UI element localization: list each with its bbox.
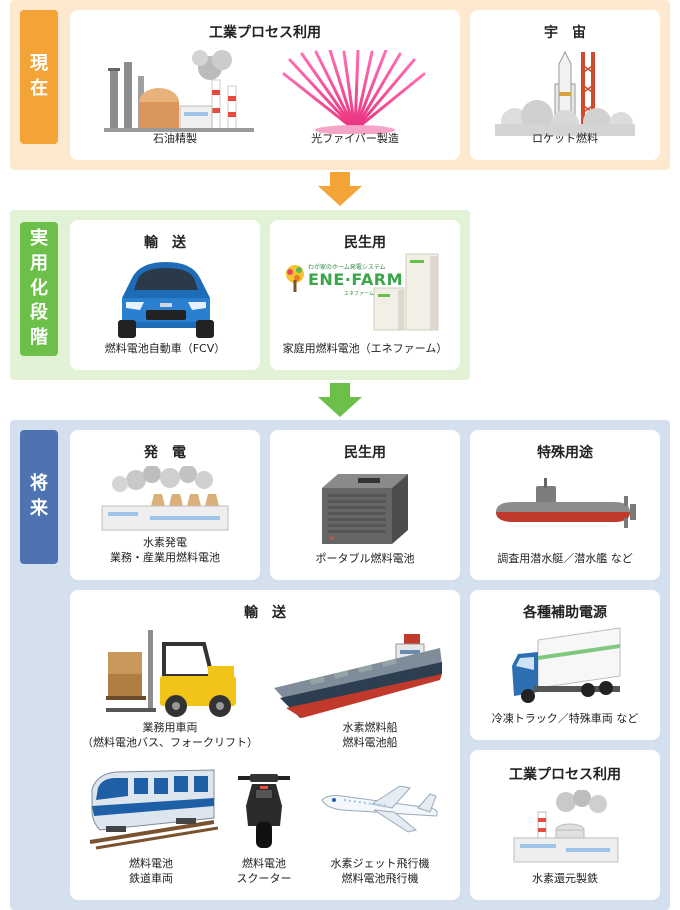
caption-jet-2: 燃料電池飛行機 <box>341 872 419 885</box>
logo-wordmark: ENE·FARM <box>308 270 404 289</box>
card-title: 各種補助電源 <box>523 605 607 621</box>
caption-fcv: 燃料電池自動車（FCV） <box>104 342 226 355</box>
forklift-illustration <box>106 630 236 717</box>
card-future-aux-power: 各種補助電源 冷凍トラック／特殊車両 など <box>470 590 660 740</box>
caption-submarine: 調査用潜水艇／潜水艦 など <box>497 552 633 565</box>
stage-char: 化 <box>30 277 48 299</box>
caption-enefarm: 家庭用燃料電池（エネファーム） <box>282 342 448 355</box>
caption-forklift-1: 業務用車両 <box>142 721 198 734</box>
stage-label-now: 現 在 <box>20 10 58 144</box>
stage-char: 階 <box>30 327 48 349</box>
rocket-illustration <box>495 50 635 136</box>
card-now-space: 宇 宙 ロケット燃料 <box>470 10 660 160</box>
caption-forklift-2: （燃料電池バス、フォークリフト） <box>82 736 258 749</box>
card-title: 特殊用途 <box>537 445 593 461</box>
caption-jet-1: 水素ジェット飛行機 <box>330 857 430 870</box>
optical-fiber-illustration <box>282 50 426 134</box>
caption-rocket-fuel: ロケット燃料 <box>532 132 598 145</box>
card-future-industrial: 工業プロセス利用 水素還元製鉄 <box>470 750 660 900</box>
card-title: 輸 送 <box>244 605 286 621</box>
caption-hydrogen-steel: 水素還元製鉄 <box>532 872 598 885</box>
card-title: 民生用 <box>344 445 386 461</box>
logo-subtitle: わが家のホーム発電システム <box>308 264 386 271</box>
caption-scooter-1: 燃料電池 <box>242 857 286 870</box>
caption-optical-fiber: 光ファイバー製造 <box>311 132 399 145</box>
fuel-cell-scooter-illustration <box>238 774 290 848</box>
stage-label-future: 将 来 <box>20 430 58 564</box>
caption-portable-fuel-cell: ポータブル燃料電池 <box>315 552 415 565</box>
caption-refrigerated-truck: 冷凍トラック／特殊車両 など <box>491 712 639 725</box>
portable-fuel-cell-illustration <box>322 474 408 544</box>
card-title: 輸 送 <box>144 235 186 251</box>
stage-char: 段 <box>30 302 48 324</box>
tree-icon <box>286 265 304 292</box>
caption-oil-refining: 石油精製 <box>153 132 197 145</box>
stage-char: 将 <box>30 473 48 495</box>
card-now-industrial-process: 工業プロセス利用 石油精製 <box>70 10 460 160</box>
stage-char: 実 <box>30 228 48 250</box>
hydrogen-ship-illustration <box>274 634 442 718</box>
submarine-illustration <box>496 478 636 528</box>
refrigerated-truck-illustration <box>512 627 621 703</box>
card-future-transport: 輸 送 業務用車両 （燃料電池バス、フォークリフト） 水素燃料船 燃料電池船 <box>70 590 460 900</box>
card-future-residential: 民生用 ポータブル燃料電池 <box>270 430 460 580</box>
card-future-power: 発 電 水素発電 業務・産業用燃料電池 <box>70 430 260 580</box>
caption-scooter-2: スクーター <box>236 872 292 885</box>
enefarm-unit-illustration <box>373 253 439 331</box>
card-title: 工業プロセス利用 <box>509 767 621 783</box>
enefarm-logo: わが家のホーム発電システム ENE·FARM エネファーム <box>284 260 404 300</box>
caption-hydrogen-ship-1: 水素燃料船 <box>342 721 398 734</box>
card-future-special: 特殊用途 調査用潜水艇／潜水艦 など <box>470 430 660 580</box>
fuel-cell-train-illustration <box>89 769 218 850</box>
stage-char: 用 <box>30 252 48 274</box>
stage-char: 在 <box>30 78 48 99</box>
logo-kana: エネファーム <box>344 291 374 297</box>
steel-plant-illustration <box>513 790 619 863</box>
caption-hydrogen-power-2: 業務・産業用燃料電池 <box>110 551 220 564</box>
card-title: 民生用 <box>344 235 386 251</box>
caption-train-2: 鉄道車両 <box>129 872 173 885</box>
card-practical-residential: 民生用 わが家のホーム発電システム ENE·FARM エネファーム 家庭用燃料電… <box>270 220 460 370</box>
fcv-car-illustration <box>118 262 214 338</box>
power-plant-illustration <box>101 466 229 531</box>
caption-hydrogen-ship-2: 燃料電池船 <box>342 736 398 749</box>
stage-char: 現 <box>30 53 48 75</box>
caption-train-1: 燃料電池 <box>129 857 173 870</box>
oil-refinery-illustration <box>104 50 254 132</box>
stage-label-practical: 実 用 化 段 階 <box>20 222 58 356</box>
arrow-down-orange <box>318 172 362 206</box>
card-practical-transport: 輸 送 燃料電池自動車（FCV） <box>70 220 260 370</box>
stage-char: 来 <box>30 498 48 519</box>
hydrogen-jet-illustration <box>321 785 438 833</box>
card-title: 宇 宙 <box>544 25 586 41</box>
arrow-down-green <box>318 383 362 417</box>
card-title: 工業プロセス利用 <box>209 25 321 41</box>
caption-hydrogen-power-1: 水素発電 <box>143 536 187 549</box>
card-title: 発 電 <box>144 445 186 461</box>
